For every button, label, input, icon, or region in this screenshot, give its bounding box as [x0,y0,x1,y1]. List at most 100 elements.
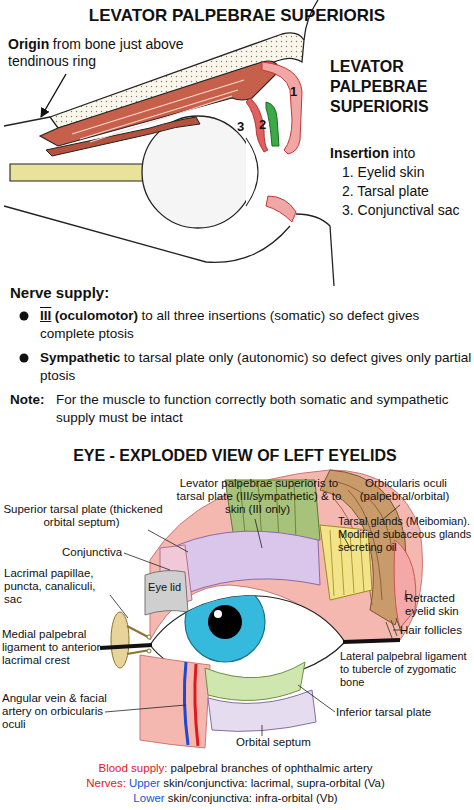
part-label: Inferior tarsal plate [336,706,466,719]
part-label-text: Lacrimal papillae, puncta, canaliculi, s… [4,567,95,605]
eyeball [142,116,254,228]
nerve-note-text: Sympathetic [40,350,120,365]
part-label-text: Tarsal glands (Meibomian). Modified suba… [338,515,471,553]
part-label-text: Levator palpebrae superioris to tarsal p… [177,477,342,515]
part-label-text: Angular vein & facial artery on orbicula… [2,692,107,730]
inferior-tarsal-plate [205,662,305,700]
note-text-text: For the muscle to function correctly bot… [56,392,448,425]
part-label: Medial palpebral ligament to anterior la… [2,628,112,667]
insertion-label-text: Insertion [330,145,389,161]
nerve-note-text: III [40,308,51,323]
callout-number-text: 1 [290,84,297,99]
part-label: Orbital septum [236,736,346,749]
insertion-label-text: 3. Conjunctival sac [330,201,468,220]
part-label: Levator palpebrae superioris to tarsal p… [168,477,350,516]
footer-note-text: skin/conjunctiva: infra-orbital (Vb) [168,792,338,804]
pupil [208,605,242,639]
origin-label-text: Origin [8,36,49,52]
part-label: Lateral palpebral ligament to tubercle o… [340,650,474,689]
iris [185,582,265,662]
main-title: LEVATOR PALPEBRAE SUPERIORIS [0,6,474,26]
punctum [147,649,151,653]
footer-note-text: Blood supply: [98,762,167,774]
figure-heading: LEVATOR PALPEBRAE SUPERIORIS [330,57,470,117]
nerve-note: III (oculomotor)to all three insertions (… [40,307,472,343]
eyelid-cut [145,571,188,615]
retracted-skin [394,540,416,628]
part-label-text: Eye lid [148,581,181,593]
eyelid-drawing [100,470,423,748]
optic-nerve [10,164,148,181]
part-label: Superior tarsal plate (thickened orbital… [2,503,164,529]
facial-artery [195,664,198,746]
callout-number-text: 2 [259,117,266,132]
cornea [246,138,258,206]
part-label: Eye lid [146,581,186,593]
cheek-outline [296,214,334,286]
part-label-text: Orbicularis oculi (palpebral/orbital) [360,477,450,502]
lower-eyelid [266,196,296,222]
nerve-note-text: (oculomotor) [55,308,138,323]
orbit-wall [4,117,50,126]
bullet [20,354,29,363]
hair-follicles [386,618,402,638]
part-label-text: Lateral palpebral ligament to tubercle o… [340,650,467,688]
section-heading: EYE - EXPLODED VIEW OF LEFT EYELIDS [0,446,474,466]
bullet [20,312,29,321]
medial-ligament [100,645,152,648]
footer-note: Lower skin/conjunctiva: infra-orbital (Vb… [0,791,474,805]
callout-number: 1 [290,84,306,99]
origin-arrow [41,74,66,117]
footer-note-text: Lower [133,792,164,804]
footer-note: Blood supply:palpebral branches of ophth… [0,761,474,775]
section-heading-text: EYE - EXPLODED VIEW OF LEFT EYELIDS [73,447,397,464]
part-label-text: Conjunctiva [62,546,122,558]
tarsal-plate-slip [266,102,279,146]
callout-number-text: 3 [237,119,244,134]
part-label: Conjunctiva [62,546,152,559]
section-heading-text: Nerve supply: [10,284,109,301]
gland-ducts [330,530,364,596]
levator-muscle [40,61,280,146]
note-heading: Note: [10,391,60,409]
callout-number: 2 [259,117,275,132]
forehead-outline [304,0,318,40]
nerve-note-text: to tarsal plate only (autonomic) so defe… [40,350,471,383]
insertion-label: Insertioninto1. Eyelid skin2. Tarsal pla… [330,144,472,220]
footer-note: Nerves:Upperskin/conjunctiva: lacrimal, … [0,776,474,790]
footer-note-text: skin/conjunctiva: lacrimal, supra-orbita… [163,777,385,789]
part-label-text: Hair follicles [400,624,462,636]
eyelid-skin-slip [262,62,302,154]
part-label-text: Medial palpebral ligament to anterior la… [2,628,100,666]
footer-note-text: Nerves: [86,777,126,789]
part-label: Hair follicles [400,624,474,637]
insertion-label-text: 1. Eyelid skin [330,163,468,182]
lower-eyelid-skin [140,655,210,748]
callout-number: 3 [237,119,253,134]
conjunctival-slip [246,98,268,152]
part-label-text: Orbital septum [236,736,311,748]
section-heading: Nerve supply: [10,284,310,302]
punctum [147,635,151,639]
superior-tarsal-plate [178,531,320,592]
orbit-floor [4,206,290,262]
part-label: Tarsal glands (Meibomian). Modified suba… [338,515,474,554]
angular-vein [184,662,188,745]
part-label: Lacrimal papillae, puncta, canaliculi, s… [4,567,119,606]
origin-label: Originfrom bone just above tendinous rin… [8,36,208,70]
tarsal-glands [320,525,372,600]
part-label: Angular vein & facial artery on orbicula… [2,692,108,731]
orbicularis-fibres [320,470,406,625]
figure-heading-text: LEVATOR PALPEBRAE SUPERIORIS [330,58,429,115]
note-text: For the muscle to function correctly bot… [56,391,451,427]
leader-lines [105,505,406,736]
lacrimal-sac [111,612,129,668]
part-label: Retracted eyelid skin [405,592,473,618]
muscle-fibres [72,80,244,142]
footer-note-text: Upper [129,777,160,789]
nerve-note-text: to all three insertions (somatic) so def… [40,308,419,341]
canaliculi [127,626,150,654]
part-label-text: Superior tarsal plate (thickened orbital… [3,503,162,528]
